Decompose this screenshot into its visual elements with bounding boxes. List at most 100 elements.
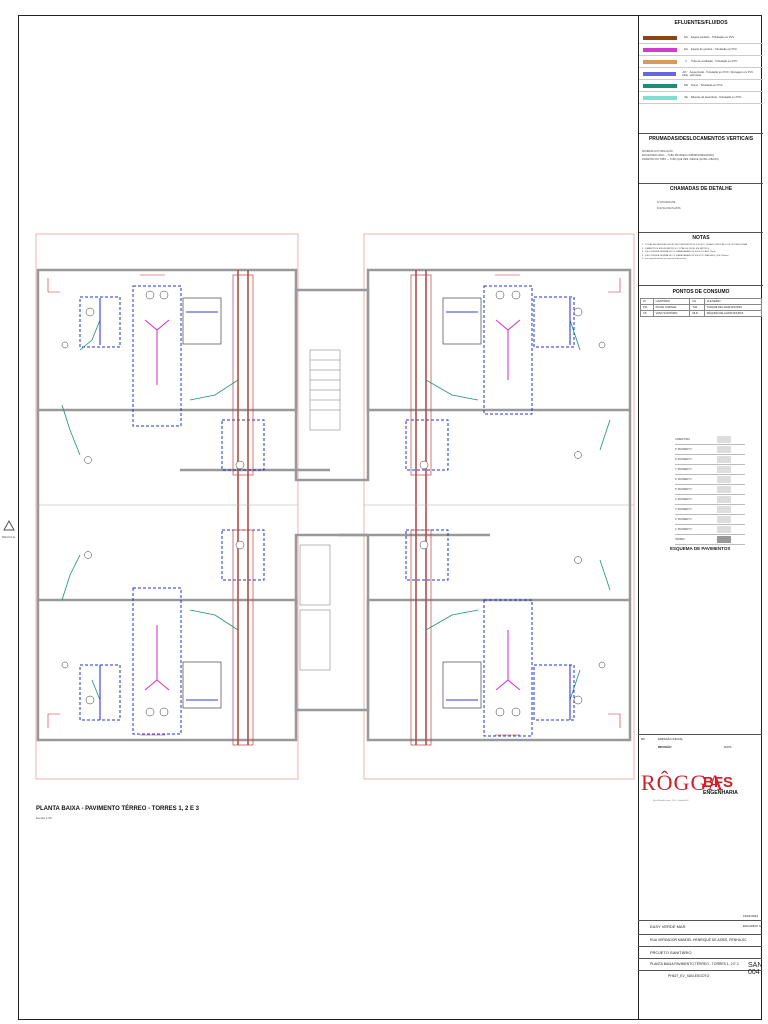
notes-list: 1 - TODAS AS MEDIDAS ESTÃO EM CENTÍMETRO… — [642, 244, 760, 262]
plan-scale: Escala 1:50 — [36, 816, 52, 820]
discipline: PROJETO SANITÁRIO — [650, 950, 692, 955]
table-cell: MÁQUINA DE LAVAR ROUPAS — [703, 310, 763, 317]
effluent-swatch — [643, 83, 677, 88]
floor-label: 8º PAVIMENTO — [675, 458, 692, 461]
chamadas-title: CHAMADAS DE DETALHE — [669, 186, 733, 192]
effluent-code: V — [685, 60, 687, 63]
floor-row: COBERTURA — [675, 435, 745, 445]
floor-row: 3º PAVIMENTO — [675, 505, 745, 515]
floor-label: 7º PAVIMENTO — [675, 468, 692, 471]
floor-row: 2º PAVIMENTO — [675, 515, 745, 525]
project-author: EDUARDO C. — [743, 924, 762, 928]
effluent-swatch — [643, 59, 677, 64]
sheet-title-row: PLANTA BAIXA PAVIMENTO TÉRREO - TORRES 1… — [638, 958, 762, 970]
floor-row: 5º PAVIMENTO — [675, 485, 745, 495]
red-dimension-marks — [47, 274, 621, 736]
stair-core — [299, 349, 341, 671]
fixture-symbols — [61, 290, 606, 717]
prumadas-legend: PRUMADAS/DESLOCAMENTOS VERTICAIS MATERIA… — [639, 133, 763, 170]
note-item: 5 - ver especificações em memorial descr… — [642, 258, 687, 261]
floor-row: 4º PAVIMENTO — [675, 495, 745, 505]
note-item: 4 - DECLIVIDADE MÍNIMA DE 1% PARA RAMAIS… — [642, 254, 729, 257]
recycle-label: RECICLE — [2, 535, 16, 539]
chamadas-notes: Nº DO DETALHE FOLHA A DE PLANTA — [657, 201, 681, 210]
floor-row: 1º PAVIMENTO — [675, 525, 745, 535]
kitchen-zones — [182, 297, 482, 709]
effluent-swatch — [643, 95, 677, 100]
sheet-number: SAN 004 — [748, 962, 763, 976]
sheet-title: PLANTA BAIXA PAVIMENTO TÉRREO - TORRES 1… — [650, 962, 739, 966]
table-cell: VASO SANITÁRIO — [652, 310, 691, 317]
bfs-logo: BFS ENGENHARIA — [703, 774, 738, 811]
shaft-outline — [232, 274, 432, 746]
prumadas-notes: MATERIAL DA TUBULAÇÃO EFLUENTE/FLUIDO — … — [642, 150, 719, 161]
revision-block: R0 EMISSÃO INICIAL REVISÃO DATA — [638, 734, 762, 756]
floor-box — [717, 506, 731, 513]
address-row: RUA VEREADOR MANOEL HENRIQUE DE ASSIS, P… — [638, 934, 762, 946]
recycle-icon: RECICLE — [2, 519, 16, 539]
floor-box — [717, 496, 731, 503]
effluent-code: ES — [684, 36, 688, 39]
effluent-code: SE — [684, 96, 688, 99]
effluent-swatch — [643, 35, 677, 40]
drain-pipes — [61, 319, 611, 701]
note-item: 1 - TODAS AS MEDIDAS ESTÃO EM CENTÍMETRO… — [642, 244, 748, 246]
effluent-label: Dreno - Tubulação em PVC — [691, 84, 723, 87]
effluent-label: Efluente da lavanderia - Tubulação em PV… — [691, 96, 742, 99]
floor-row: TÉRREO — [675, 535, 745, 545]
prumadas-title: PRUMADAS/DESLOCAMENTOS VERTICAIS — [648, 136, 754, 142]
floor-box — [717, 526, 731, 533]
rogga-logo: RÔGGA Rua Rodolfo Hass, 150 - Joinville/… — [641, 760, 725, 834]
company-name: RÔGGA — [641, 770, 725, 795]
floor-row: 7º PAVIMENTO — [675, 465, 745, 475]
company-address: Rua Rodolfo Hass, 150 - Joinville/SC — [653, 800, 689, 802]
effluent-label: Esgoto de gordura - Tubulação em PVC — [691, 48, 737, 51]
plan-title: PLANTA BAIXA - PAVIMENTO TÉRREO - TORRES… — [36, 806, 200, 812]
floor-row: 6º PAVIMENTO — [675, 475, 745, 485]
sheet-frame — [18, 15, 762, 1020]
floor-label: COBERTURA — [675, 438, 690, 441]
project-address: RUA VEREADOR MANOEL HENRIQUE DE ASSIS, P… — [650, 938, 747, 942]
engineering-name: BFS — [703, 774, 733, 791]
floor-row: 9º PAVIMENTO — [675, 445, 745, 455]
floors-scheme: COBERTURA 9º PAVIMENTO 8º PAVIMENTO 7º PAVI… — [675, 435, 745, 545]
note-item: 3 - DECLIVIDADE MÍNIMA DE 2% PARA RAMAIS… — [642, 251, 716, 254]
effluent-swatch — [643, 47, 677, 52]
effluent-swatch — [643, 71, 677, 76]
floor-box — [717, 486, 731, 493]
revision-no: R0 — [641, 737, 645, 741]
project-row: EASY VERDE MAR 19/01/2024 EDUARDO C. — [638, 914, 762, 934]
bathroom-zones — [79, 285, 575, 737]
floors-scheme-title: ESQUEMA DE PAVIMENTOS — [670, 546, 731, 551]
floor-box — [717, 446, 731, 453]
effluent-code: AP / AF/E — [682, 70, 688, 77]
revision-desc: EMISSÃO INICIAL — [658, 737, 684, 741]
project-date: 19/01/2024 — [743, 914, 759, 918]
floor-box — [717, 436, 731, 443]
effluent-code: EG — [684, 48, 688, 51]
discipline-row: PROJETO SANITÁRIO — [638, 946, 762, 958]
effluent-label: Esgoto sanitário - Tubulação em PVC — [691, 36, 735, 39]
note-item: 2 - DIÂMETROS EM MILÍMETROS, COTAS DE NÍ… — [642, 247, 710, 250]
effluent-label: Tubo de ventilação - Tubulação em PVC — [691, 60, 738, 63]
effluent-row: V Tubo de ventilação - Tubulação em PVC — [639, 56, 763, 68]
floor-label: 9º PAVIMENTO — [675, 448, 692, 451]
floor-box — [717, 476, 731, 483]
floors-list: COBERTURA 9º PAVIMENTO 8º PAVIMENTO 7º PAVI… — [675, 435, 745, 545]
floor-label: 6º PAVIMENTO — [675, 478, 692, 481]
floor-label: 4º PAVIMENTO — [675, 498, 692, 501]
effluent-label: Água pluvial - Tubulação em PVC / Drenag… — [689, 70, 754, 77]
floor-box — [717, 516, 731, 523]
rain-pipes — [99, 298, 571, 720]
pontos-title: PONTOS DE CONSUMO — [672, 289, 730, 295]
floor-box — [717, 466, 731, 473]
floor-label: 5º PAVIMENTO — [675, 488, 692, 491]
